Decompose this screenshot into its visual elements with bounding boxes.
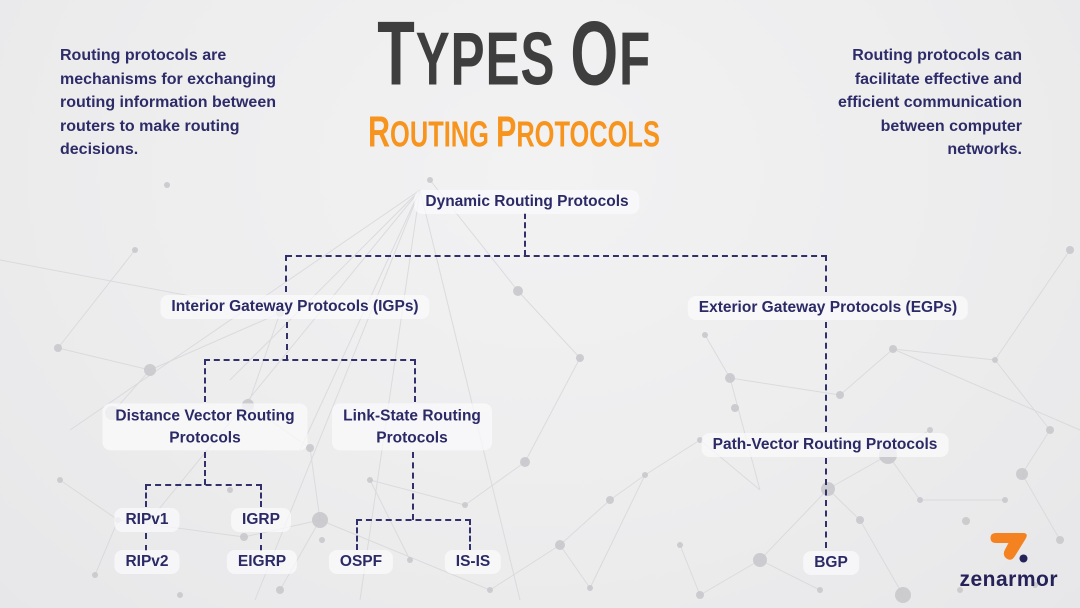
- title-line-1: Types of: [377, 3, 651, 105]
- connector-main-branch: [286, 255, 827, 257]
- connector-ripv1-up: [145, 484, 147, 507]
- connector-egp-up: [825, 255, 827, 292]
- zenarmor-logo: zenarmor: [959, 530, 1058, 592]
- node-exterior-gateway-protocols: Exterior Gateway Protocols (EGPs): [687, 296, 969, 320]
- connector-ospf-up: [356, 519, 358, 550]
- page-title: Types of Routing Protocols: [214, 3, 814, 154]
- node-path-vector-routing-protocols: Path-Vector Routing Protocols: [701, 433, 949, 457]
- connector-igrp-eigrp: [260, 533, 262, 551]
- intro-paragraph-left: Routing protocols are mechanisms for exc…: [60, 47, 277, 159]
- node-distance-vector-routing-protocols: Distance Vector Routing Protocols: [102, 403, 308, 451]
- node-ospf: OSPF: [328, 550, 394, 574]
- node-ripv1: RIPv1: [114, 508, 180, 532]
- connector-egp-down: [825, 322, 827, 432]
- title-line-2: Routing Protocols: [368, 106, 660, 157]
- node-eigrp: EIGRP: [226, 550, 298, 574]
- node-interior-gateway-protocols: Interior Gateway Protocols (IGPs): [160, 295, 430, 319]
- connector-pv-down: [825, 458, 827, 548]
- connector-ripv1-ripv2: [145, 533, 147, 551]
- node-link-state-routing-protocols: Link-State Routing Protocols: [332, 403, 492, 451]
- node-ripv2: RIPv2: [114, 550, 180, 574]
- node-bgp: BGP: [803, 551, 859, 575]
- connector-dv-up: [204, 359, 206, 402]
- intro-paragraph-right: Routing protocols can facilitate effecti…: [837, 47, 1022, 159]
- connector-dv-down: [204, 452, 206, 485]
- node-dynamic-routing-protocols: Dynamic Routing Protocols: [414, 190, 640, 214]
- zenarmor-logo-mark: [990, 533, 1028, 563]
- connector-root-down: [524, 213, 526, 256]
- node-igrp: IGRP: [231, 508, 291, 532]
- connector-igp-split: [204, 359, 416, 361]
- connector-dv-split: [145, 484, 262, 486]
- connector-isis-up: [469, 519, 471, 550]
- connector-ls-split: [356, 519, 471, 521]
- connector-ls-up: [414, 359, 416, 402]
- connector-igp-up: [285, 255, 287, 292]
- connector-ls-down: [412, 452, 414, 520]
- node-isis: IS-IS: [444, 550, 502, 574]
- connector-igrp-up: [260, 484, 262, 507]
- connector-igp-down: [286, 322, 288, 361]
- zenarmor-logo-text: zenarmor: [959, 568, 1058, 591]
